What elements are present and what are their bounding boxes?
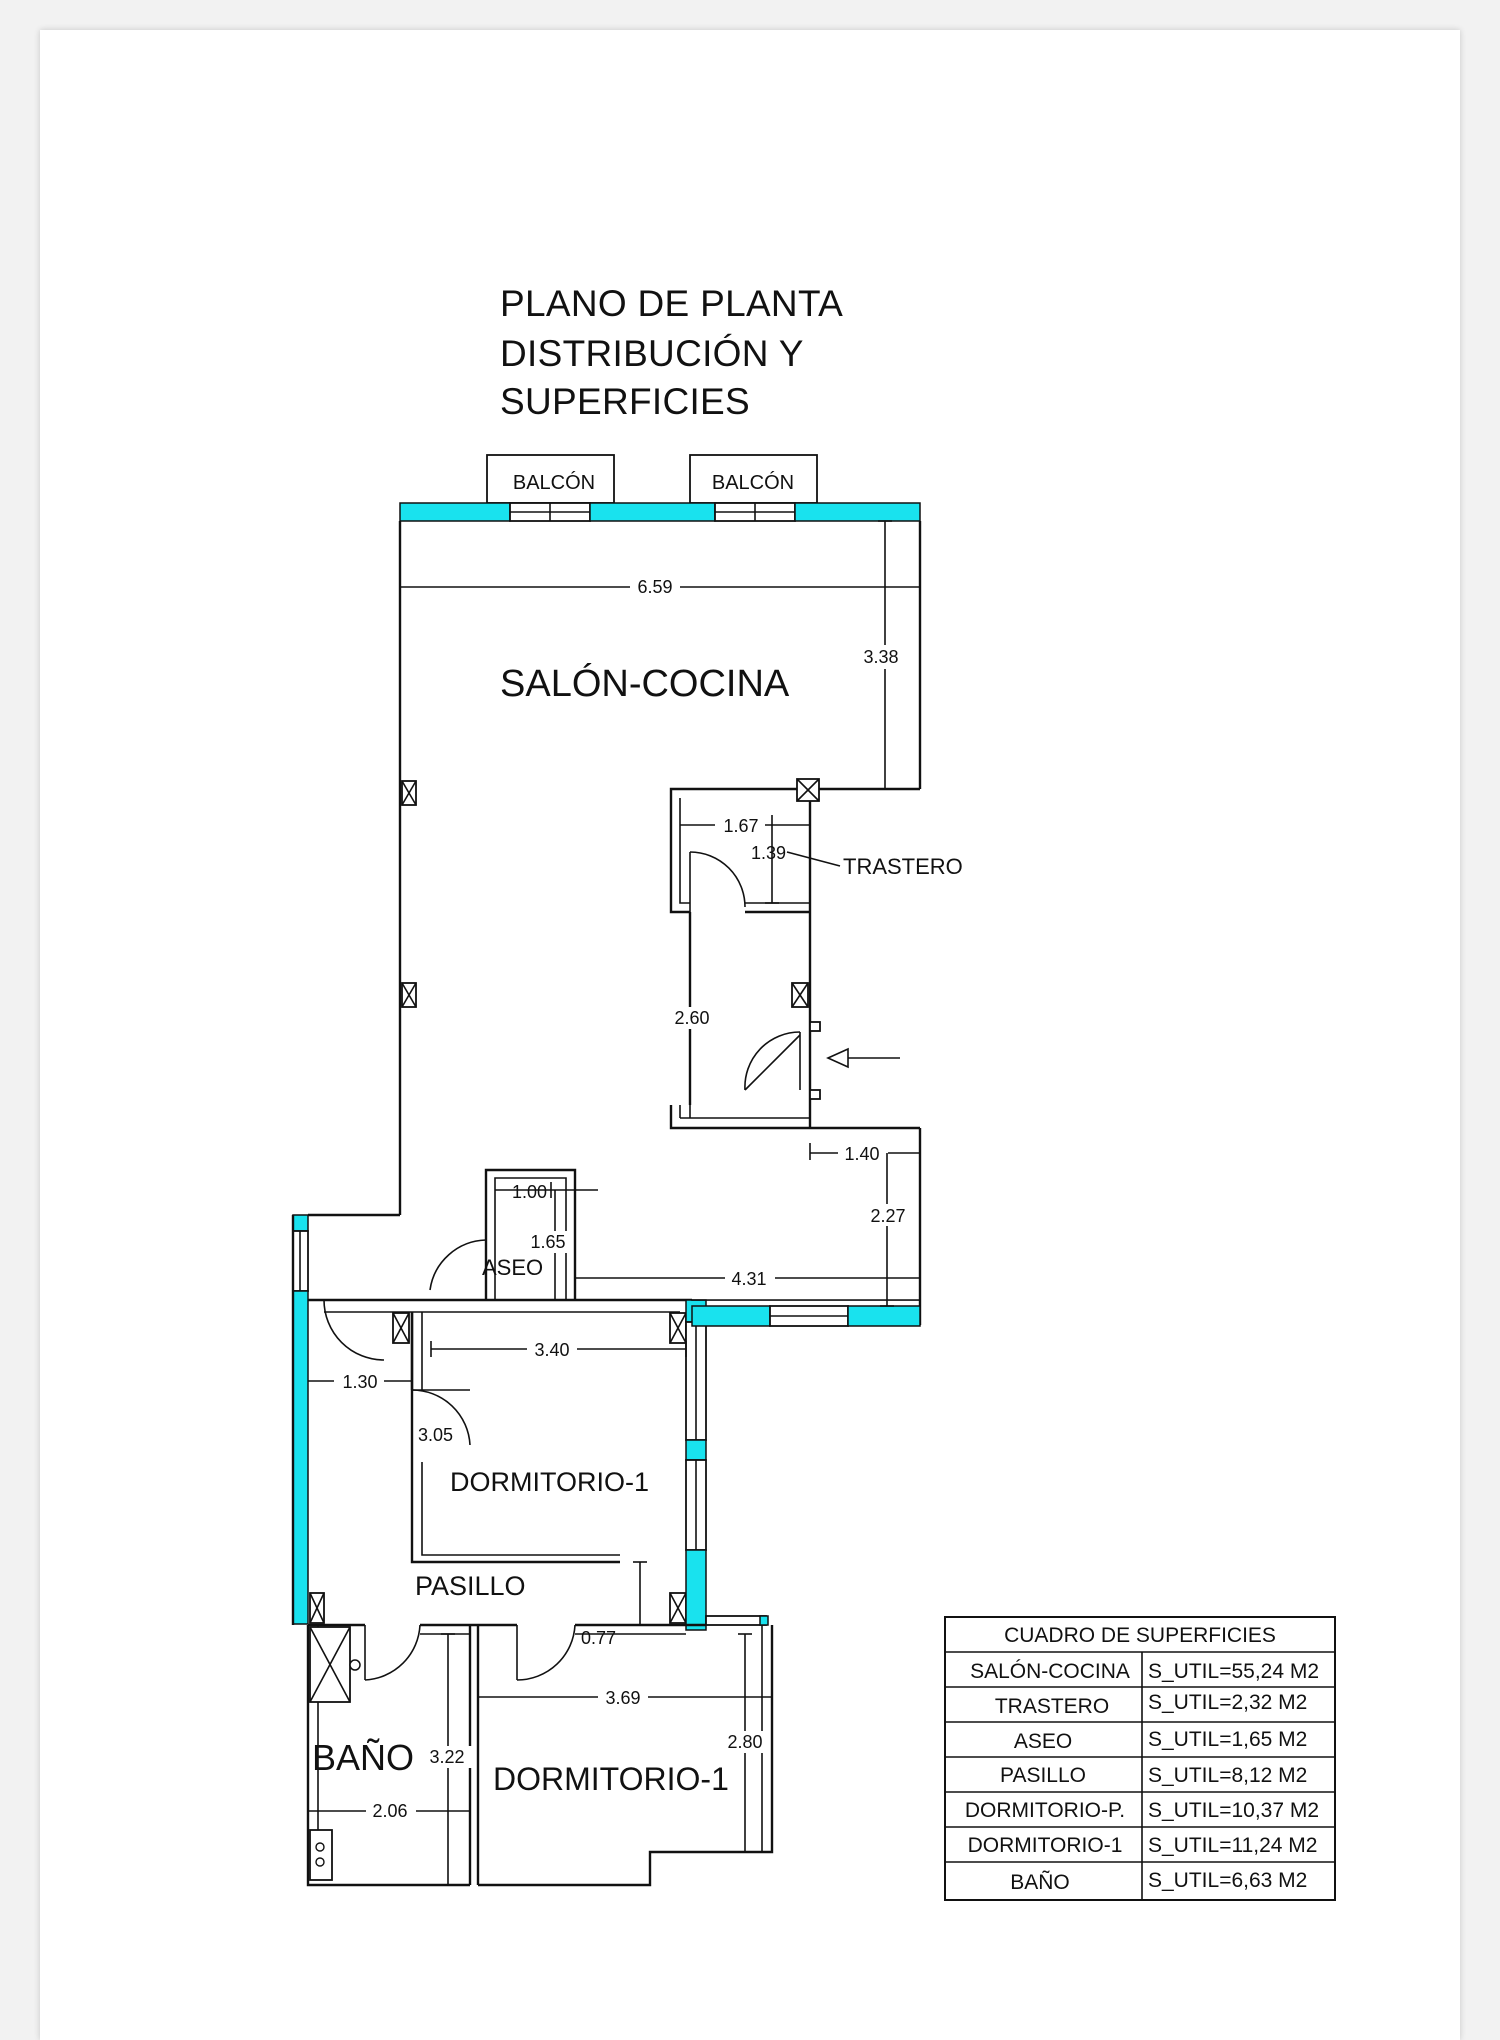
column-icon [796, 778, 820, 802]
table-room: SALÓN-COCINA [970, 1660, 1130, 1683]
sink-icon [309, 1829, 333, 1881]
table-room: PASILLO [1000, 1764, 1086, 1787]
pasillo-door [323, 1299, 385, 1361]
room-aseo: ASEO [482, 1255, 543, 1280]
column-icon [401, 982, 417, 1008]
table-area: S_UTIL=55,24 M2 [1148, 1660, 1319, 1683]
bottom-walls [306, 1625, 774, 1887]
dim-bano-depth: 3.22 [429, 1747, 464, 1767]
dim-dorm1-width: 3.40 [534, 1340, 569, 1360]
column-icon [669, 1312, 687, 1344]
title-line-2: DISTRIBUCIÓN Y [500, 333, 804, 374]
plan-title: PLANO DE PLANTA DISTRIBUCIÓN Y SUPERFICI… [500, 283, 843, 422]
aseo-door [429, 1239, 487, 1300]
room-dormitorio-b: DORMITORIO-1 [493, 1761, 729, 1797]
room-bano: BAÑO [312, 1737, 414, 1778]
dim-salon-depth: 3.38 [863, 647, 898, 667]
dim-right-depth: 2.27 [870, 1206, 905, 1226]
table-room: TRASTERO [995, 1695, 1109, 1718]
room-salon-cocina: SALÓN-COCINA [500, 662, 790, 705]
dim-aseo-depth: 1.65 [530, 1232, 565, 1252]
dim-trastero-width: 1.67 [723, 816, 758, 836]
column-icon [309, 1592, 325, 1624]
table-area: S_UTIL=10,37 M2 [1148, 1799, 1319, 1822]
entry-arrow-icon [826, 1047, 900, 1069]
column-icon [392, 1312, 410, 1344]
room-pasillo: PASILLO [415, 1571, 526, 1601]
left-facade [291, 1214, 309, 1625]
dim-door-gap: 0.77 [581, 1628, 616, 1648]
dim-pasillo-width: 1.30 [342, 1372, 377, 1392]
dim-dorm2-width: 3.69 [605, 1688, 640, 1708]
inner-walls [308, 1298, 921, 1635]
outer-walls [308, 521, 922, 1325]
table-room: DORMITORIO-1 [968, 1834, 1123, 1857]
balcony-2-label: BALCÓN [712, 471, 794, 494]
table-room: DORMITORIO-P. [965, 1799, 1125, 1822]
table-area: S_UTIL=1,65 M2 [1148, 1728, 1307, 1751]
table-room: ASEO [1014, 1730, 1072, 1753]
facade-segment [794, 502, 921, 522]
balcony-1-label: BALCÓN [513, 471, 595, 494]
column-icon [791, 982, 809, 1008]
title-line-1: PLANO DE PLANTA [500, 283, 843, 324]
dimension-lines: 6.59 3.38 1.67 1.39 2.60 1.40 2.27 1. [308, 520, 921, 1885]
balcony-1: BALCÓN [486, 454, 615, 504]
table-area: S_UTIL=2,32 M2 [1148, 1691, 1307, 1714]
room-dormitorio-a: DORMITORIO-1 [450, 1467, 649, 1497]
room-labels: SALÓN-COCINA TRASTERO ASEO DORMITORIO-1 … [312, 662, 963, 1797]
facade-segment [399, 502, 511, 522]
table-room: BAÑO [1010, 1870, 1070, 1894]
dim-right-width: 4.31 [731, 1269, 766, 1289]
toilet-icon [349, 1659, 361, 1671]
dim-dorm2-depth: 2.80 [727, 1732, 762, 1752]
bano-door [364, 1624, 421, 1681]
balcony-1-box [486, 454, 615, 504]
dim-bano-width: 2.06 [372, 1801, 407, 1821]
room-trastero: TRASTERO [843, 854, 963, 879]
balcony-2-box [689, 454, 818, 504]
facade-segment [589, 502, 716, 522]
table-area: S_UTIL=6,63 M2 [1148, 1869, 1307, 1892]
column-icon [669, 1592, 687, 1624]
dim-salon-width: 6.59 [637, 577, 672, 597]
dim-hall-depth: 2.60 [674, 1008, 709, 1028]
columns [309, 778, 820, 1624]
dim-hall-offset: 1.40 [844, 1144, 879, 1164]
table-area: S_UTIL=11,24 M2 [1148, 1834, 1317, 1857]
table-area: S_UTIL=8,12 M2 [1148, 1764, 1307, 1787]
entry-door [744, 1031, 801, 1091]
dormitorio2-door [516, 1624, 576, 1681]
dim-trastero-depth: 1.39 [751, 843, 786, 863]
dim-aseo-width: 1.00 [512, 1182, 547, 1202]
table-header: CUADRO DE SUPERFICIES [1004, 1624, 1276, 1647]
title-line-3: SUPERFICIES [500, 381, 750, 422]
trastero-door [689, 851, 746, 912]
surfaces-table: CUADRO DE SUPERFICIES SALÓN-COCINA S_UTI… [944, 1616, 1336, 1901]
column-icon [401, 780, 417, 806]
top-facade [399, 502, 921, 522]
dim-dorm1-depth: 3.05 [418, 1425, 453, 1445]
balcony-2: BALCÓN [689, 454, 818, 504]
